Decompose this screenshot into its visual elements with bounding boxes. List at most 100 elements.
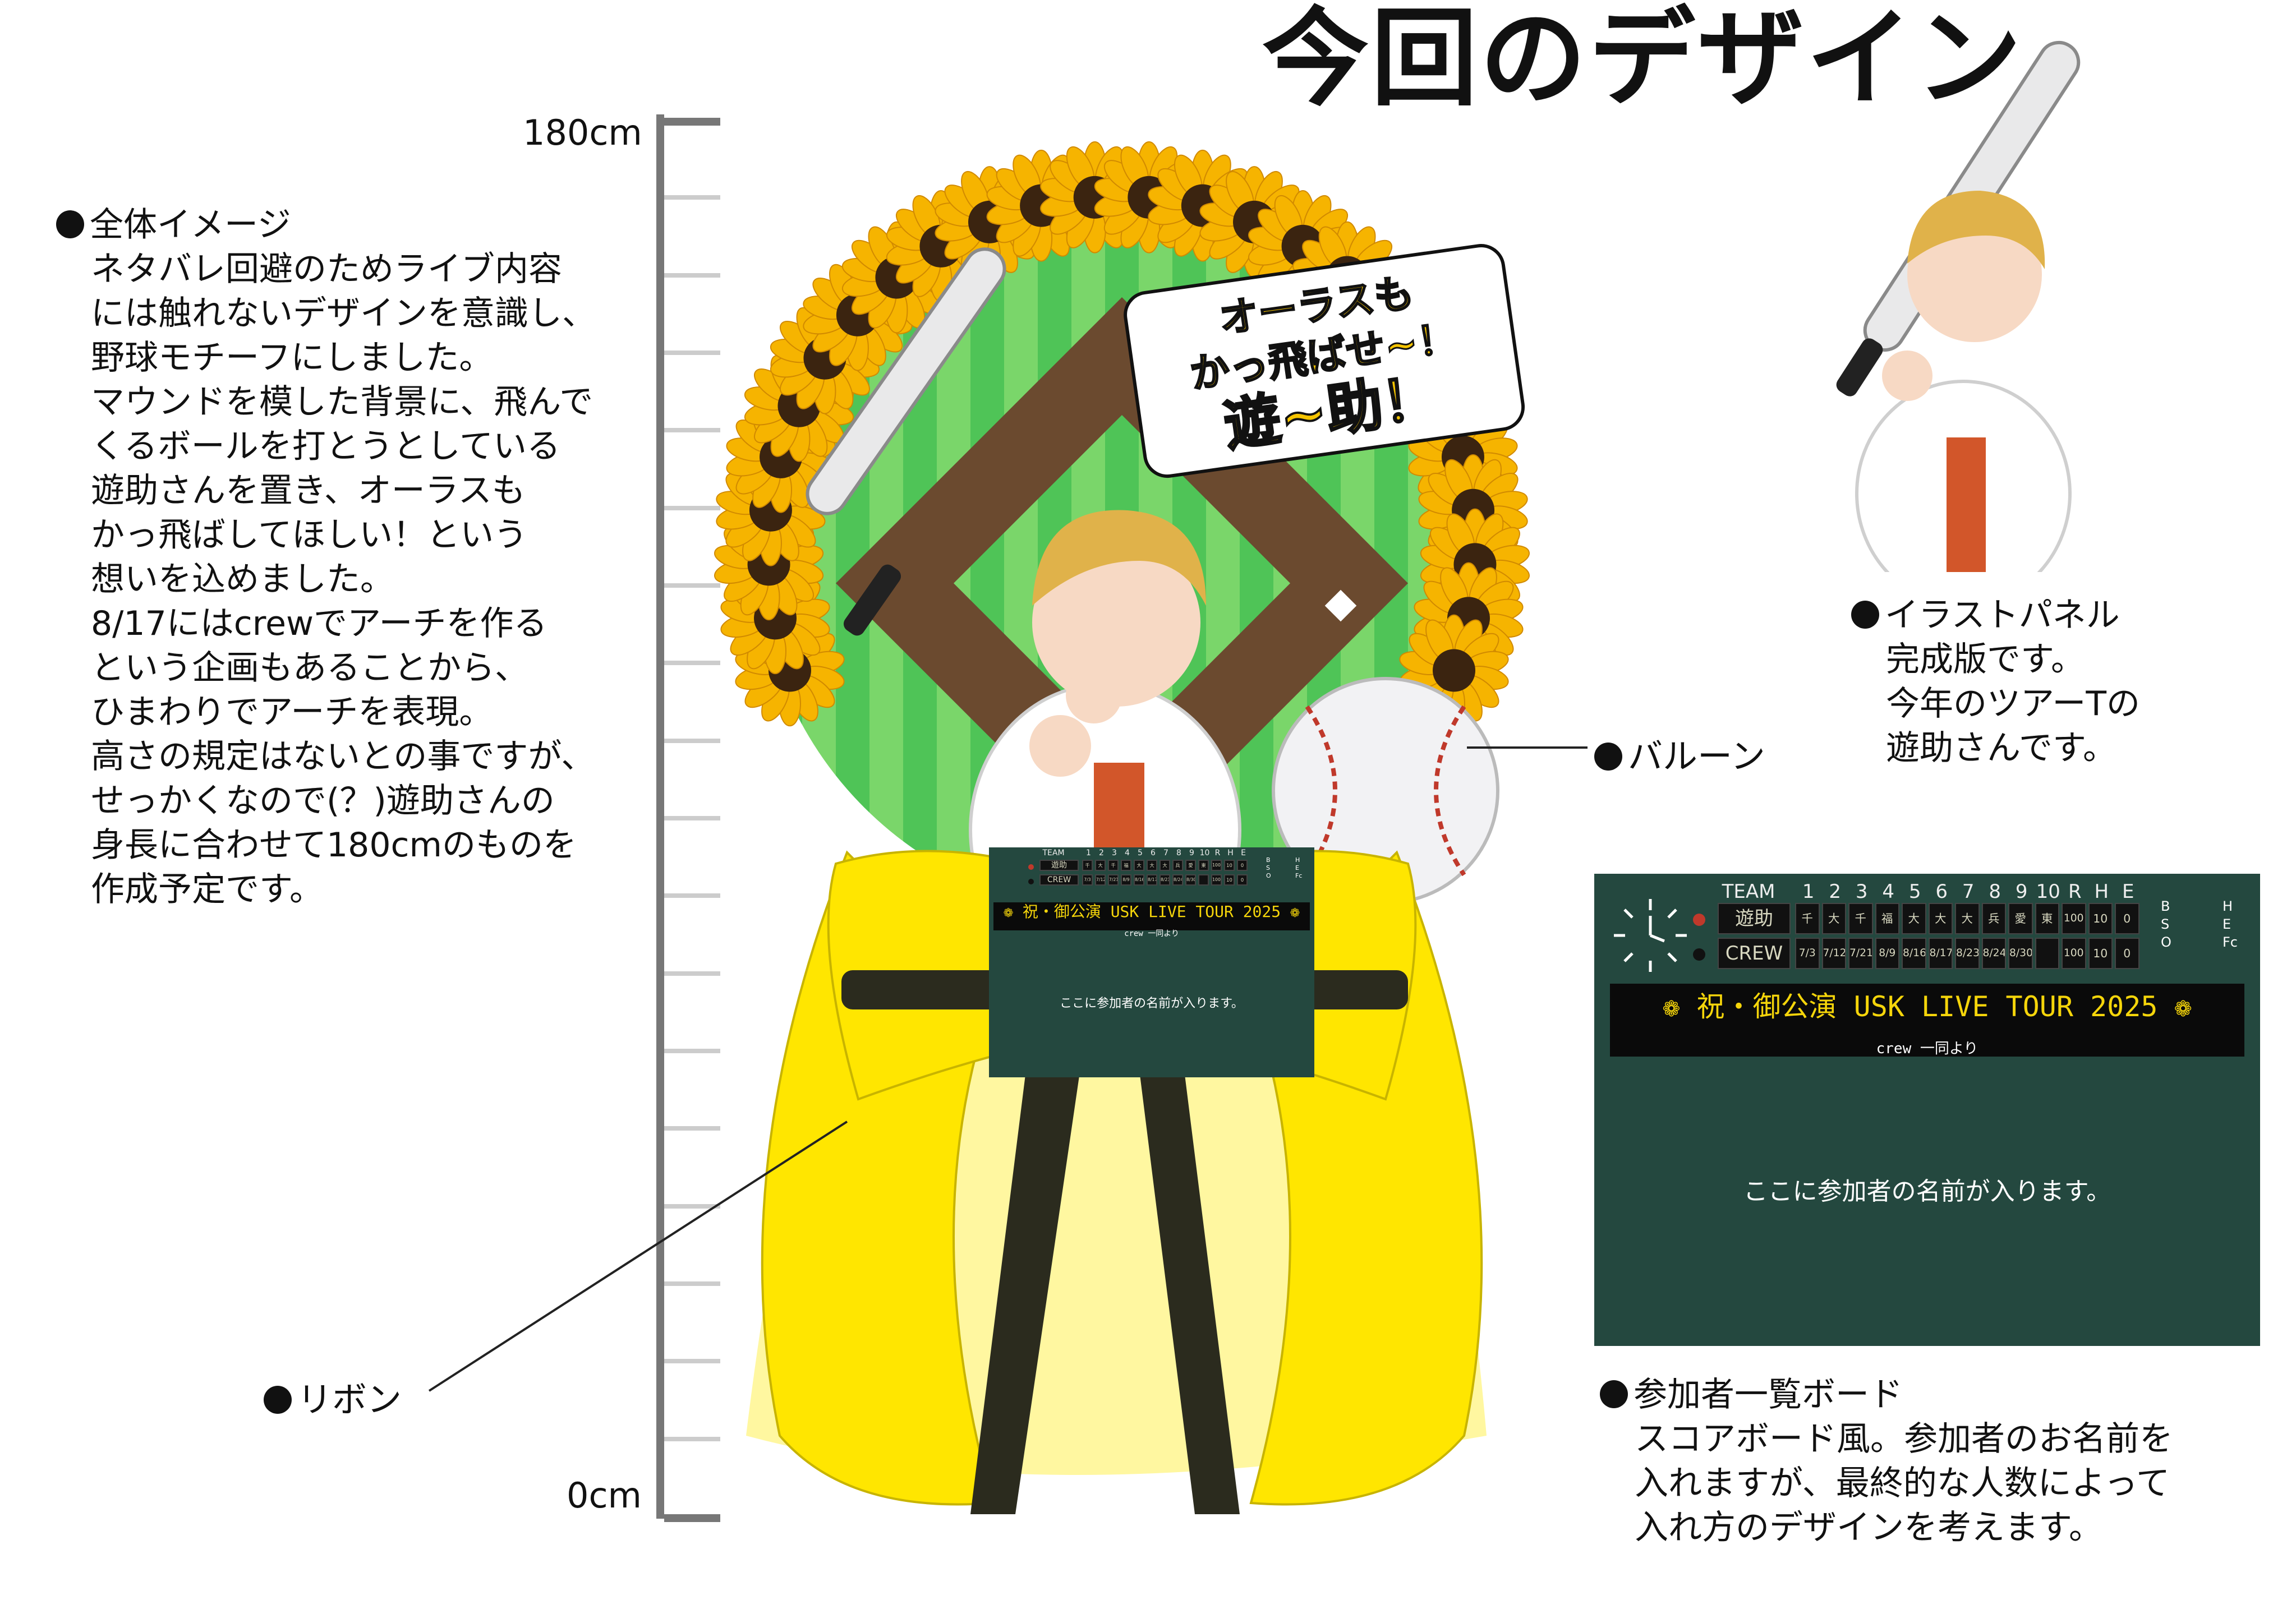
score-cell: 東京 bbox=[1198, 860, 1209, 871]
board-header-cell: 2 bbox=[1099, 849, 1104, 857]
overview-line: 身長に合わせて180cmのものを bbox=[91, 826, 577, 865]
scale-tick bbox=[664, 1514, 720, 1522]
board-note: 参加者一覧ボード スコアボード風。参加者のお名前を 入れますが、最終的な人数によ… bbox=[1600, 1373, 2173, 1550]
speech-bubble: オーラスも かっ飛ばせ~！ 遊~助！ bbox=[1124, 244, 1525, 478]
board-header-cell: E bbox=[2122, 880, 2134, 903]
count-label: O bbox=[1266, 872, 1271, 879]
board-heading-row: 参加者一覧ボード bbox=[1600, 1373, 2173, 1417]
score-cell: 千葉 bbox=[1082, 860, 1093, 871]
sunflower-wreath bbox=[714, 141, 1530, 727]
team-lamp bbox=[1028, 864, 1034, 870]
board-header-cell: 8 bbox=[1176, 849, 1181, 857]
overview-line: 作成予定です。 bbox=[91, 870, 323, 909]
board-header-cell: 1 bbox=[1802, 880, 1815, 903]
score-cell: 8/17 bbox=[1147, 874, 1157, 886]
score-cell: 0 bbox=[2115, 938, 2139, 969]
overview-heading: 全体イメージ bbox=[90, 205, 291, 245]
team-lamp bbox=[1693, 913, 1705, 926]
score-cell: 兵庫 bbox=[1172, 860, 1183, 871]
score-cell: 7/12 bbox=[1821, 938, 1846, 969]
board-header-cell: R bbox=[2068, 880, 2082, 903]
bullet-icon bbox=[1594, 743, 1622, 771]
overview-line: ネタバレ回避のためライブ内容 bbox=[91, 250, 562, 289]
score-cell: 0 bbox=[1237, 860, 1248, 871]
overview-line: 高さの規定はないとの事ですが、 bbox=[91, 737, 595, 776]
score-cell bbox=[2035, 938, 2059, 969]
stand-board-banner: ❁ 祝・御公演 USK LIVE TOUR 2025 ❁ crew 一同より bbox=[993, 902, 1310, 938]
panel-line: 完成版です。 bbox=[1886, 640, 2085, 679]
score-cell: 100 bbox=[1211, 874, 1222, 886]
ribbon-callout-line bbox=[428, 1121, 848, 1392]
count-label: B bbox=[2161, 898, 2170, 914]
board-heading: 参加者一覧ボード bbox=[1634, 1375, 1903, 1414]
hefc-label: H bbox=[2223, 898, 2233, 914]
hefc-label: H bbox=[1295, 856, 1300, 864]
page-title: 今回のデザイン bbox=[1262, 0, 2024, 121]
score-cell: 大阪 bbox=[1134, 860, 1144, 871]
scale-tick bbox=[664, 661, 720, 666]
score-cell: 10 bbox=[2088, 938, 2113, 969]
flower-stand-illustration: オーラスも かっ飛ばせ~！ 遊~助！ bbox=[714, 141, 1530, 1514]
score-cell: 10 bbox=[1224, 860, 1235, 871]
score-cell: 大阪 bbox=[1955, 903, 1980, 934]
score-cell: 愛知 bbox=[2008, 903, 2033, 934]
hefc-label: E bbox=[2223, 916, 2231, 932]
score-cell: 100 bbox=[2062, 938, 2086, 969]
scale-tick bbox=[664, 1126, 720, 1131]
score-cell: 大阪 bbox=[1902, 903, 1926, 934]
hefc-label: E bbox=[1295, 864, 1299, 872]
overview-line: 想いを込めました。 bbox=[91, 560, 394, 599]
balloon-label-text: バルーン bbox=[1628, 736, 1765, 777]
score-cell: 福岡 bbox=[1121, 860, 1131, 871]
board-header-cell: 6 bbox=[1151, 849, 1156, 857]
count-label: S bbox=[1266, 864, 1270, 872]
stand-board-banner-sub: crew 一同より bbox=[1124, 929, 1179, 938]
scale-tick bbox=[664, 1204, 720, 1209]
board-header-cell: 2 bbox=[1829, 880, 1842, 903]
ribbon-label: リボン bbox=[264, 1371, 402, 1422]
scale-tick bbox=[664, 505, 720, 510]
board-header-cell: 1 bbox=[1086, 849, 1091, 857]
board-header-cell: 5 bbox=[1908, 880, 1921, 903]
board-header-cell: 7 bbox=[1962, 880, 1975, 903]
board-banner-sub: crew 一同より bbox=[1876, 1040, 1978, 1057]
board-line: 入れ方のデザインを考えます。 bbox=[1635, 1508, 2102, 1547]
overview-line: ひまわりでアーチを表現。 bbox=[91, 693, 493, 732]
overview-line: という企画もあることから、 bbox=[91, 648, 528, 688]
board-header-cell: 9 bbox=[2015, 880, 2028, 903]
scale-tick bbox=[664, 971, 720, 976]
board-line: スコアボード風。参加者のお名前を bbox=[1635, 1419, 2173, 1459]
board-header-cell: 8 bbox=[1989, 880, 2001, 903]
illustration-panel bbox=[1836, 40, 2081, 572]
board-header-cell: TEAM bbox=[1042, 849, 1065, 857]
clock-icon bbox=[1614, 899, 1687, 972]
panel-line: 遊助さんです。 bbox=[1886, 728, 2116, 768]
hefc-label: Fc bbox=[2223, 934, 2238, 950]
board-header-cell: 3 bbox=[1855, 880, 1868, 903]
height-scale-bar bbox=[656, 114, 664, 1519]
score-cell: 愛知 bbox=[1185, 860, 1196, 871]
score-cell: 7/3 bbox=[1795, 938, 1820, 969]
hefc-label: Fc bbox=[1295, 872, 1303, 879]
stand-scoreboard: ❁ 祝・御公演 USK LIVE TOUR 2025 ❁ crew 一同より こ… bbox=[989, 847, 1314, 1077]
board-line: 入れますが、最終的な人数によって bbox=[1635, 1464, 2170, 1503]
score-cell: 兵庫 bbox=[1981, 903, 2006, 934]
board-header-cell: 4 bbox=[1125, 849, 1130, 857]
score-cell: 10 bbox=[2088, 903, 2113, 934]
score-cell: 7/21 bbox=[1108, 874, 1119, 886]
overview-line: せっかくなので(？)遊助さんの bbox=[91, 781, 555, 820]
score-cell: 8/30 bbox=[2008, 938, 2033, 969]
score-cell: 千葉 bbox=[1848, 903, 1873, 934]
score-cell: 千葉 bbox=[1108, 860, 1119, 871]
panel-heading: イラストパネル bbox=[1885, 596, 2120, 635]
score-cell: 大阪 bbox=[1159, 860, 1170, 871]
score-cell: 大阪 bbox=[1147, 860, 1157, 871]
score-cell: 大阪 bbox=[1928, 903, 1953, 934]
scale-tick bbox=[664, 1436, 720, 1441]
score-cell: 8/23 bbox=[1955, 938, 1980, 969]
board-header-cell: H bbox=[1227, 849, 1234, 857]
board-header-cell: TEAM bbox=[1722, 880, 1775, 903]
team-name-cell: CREW bbox=[1718, 938, 1791, 969]
scale-tick bbox=[664, 1281, 720, 1286]
